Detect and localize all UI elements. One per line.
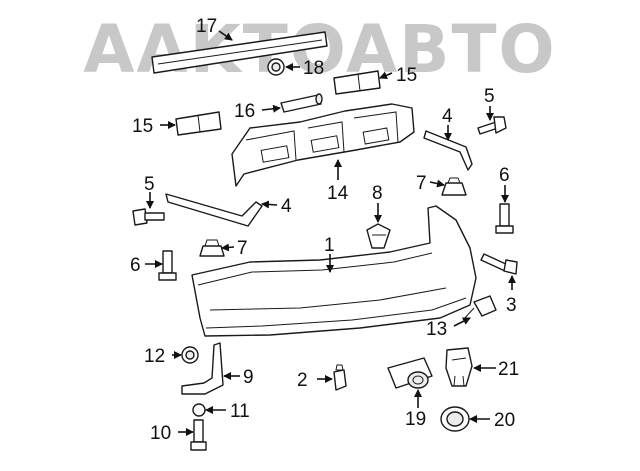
callout-11: 11 bbox=[230, 401, 250, 422]
part-18-nut bbox=[267, 58, 285, 76]
callout-3: 3 bbox=[506, 295, 517, 316]
part-21-bracket bbox=[445, 347, 473, 387]
callout-8: 8 bbox=[372, 183, 383, 204]
part-7-clip-right bbox=[441, 177, 467, 196]
callout-6: 6 bbox=[499, 165, 510, 186]
callout-7: 7 bbox=[416, 173, 427, 194]
callout-6: 6 bbox=[130, 255, 141, 276]
part-3-bolt bbox=[480, 253, 518, 275]
part-5-bolt-right bbox=[477, 116, 507, 135]
part-10-screw bbox=[190, 419, 207, 451]
callout-labels: 17 18 15 16 15 5 4 14 5 4 8 7 6 7 1 6 3 … bbox=[130, 16, 519, 444]
callout-13: 13 bbox=[426, 319, 447, 340]
part-7-clip-left bbox=[199, 239, 225, 257]
part-6-bolt-right bbox=[495, 203, 514, 234]
watermark-text: AAKTOABTO bbox=[83, 11, 556, 88]
part-15-reflector-right bbox=[333, 70, 381, 95]
part-15-reflector-left bbox=[175, 111, 222, 136]
part-16-pin bbox=[280, 93, 323, 113]
callout-15: 15 bbox=[396, 65, 417, 86]
part-8-clip bbox=[366, 223, 391, 249]
callout-5: 5 bbox=[144, 174, 155, 195]
part-2-retainer bbox=[333, 364, 347, 391]
watermark: AAKTOABTO bbox=[83, 11, 556, 88]
callout-7: 7 bbox=[237, 238, 248, 259]
part-17-trim-strip bbox=[151, 31, 328, 74]
callout-21: 21 bbox=[498, 359, 519, 380]
part-14-absorber bbox=[231, 103, 415, 187]
callout-18: 18 bbox=[303, 58, 324, 79]
part-1-bumper-cover bbox=[191, 205, 477, 337]
callout-4: 4 bbox=[281, 196, 292, 217]
callout-9: 9 bbox=[243, 367, 254, 388]
part-6-bolt-left bbox=[158, 250, 177, 281]
part-11-clip bbox=[192, 403, 206, 417]
callout-4: 4 bbox=[442, 106, 453, 127]
callout-12: 12 bbox=[144, 346, 165, 367]
part-20-grommet bbox=[440, 406, 470, 432]
callout-5: 5 bbox=[484, 86, 495, 107]
part-5-bolt-left bbox=[132, 208, 165, 226]
callout-1: 1 bbox=[324, 235, 335, 256]
part-19-sensor bbox=[387, 357, 433, 389]
callout-10: 10 bbox=[150, 423, 171, 444]
callout-14: 14 bbox=[327, 183, 349, 204]
callout-19: 19 bbox=[405, 409, 426, 430]
part-13-clip bbox=[462, 295, 497, 321]
part-4-bracket-right bbox=[423, 130, 473, 171]
callout-16: 16 bbox=[234, 101, 255, 122]
part-12-nut bbox=[181, 346, 199, 364]
part-4-bracket-left bbox=[165, 193, 263, 227]
callout-20: 20 bbox=[494, 410, 515, 431]
callout-17: 17 bbox=[196, 16, 217, 37]
leader-lines bbox=[145, 30, 516, 436]
part-9-bracket bbox=[181, 342, 224, 395]
callout-15: 15 bbox=[132, 116, 153, 137]
callout-2: 2 bbox=[297, 370, 308, 391]
